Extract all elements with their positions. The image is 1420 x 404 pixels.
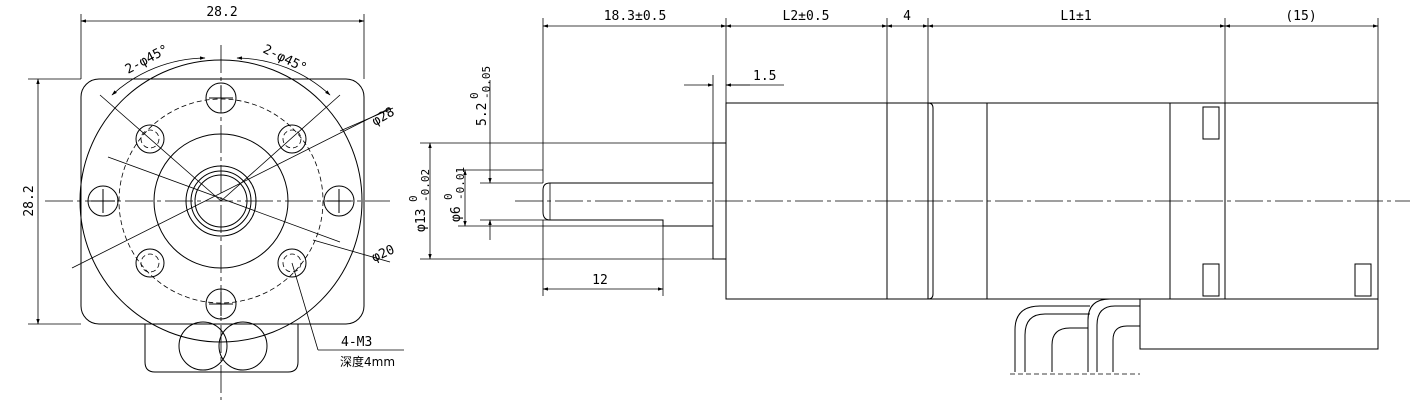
- cable-box: [1139, 298, 1379, 350]
- flat-tol: -0.05: [480, 66, 493, 99]
- clip-lower: [1202, 263, 1220, 297]
- l1-label: L1±1: [1060, 9, 1091, 24]
- boss-tol: -0.02: [419, 169, 432, 202]
- cross-screw-bottom: [205, 288, 237, 320]
- depth-label: 深度4mm: [340, 354, 395, 369]
- shaft-outline: [542, 182, 713, 227]
- mounting-hole-bottom-left: [135, 248, 165, 278]
- flat-label: 5.2: [475, 103, 490, 126]
- mounting-hole-bottom-right: [277, 248, 307, 278]
- angle-arc-right: [236, 56, 331, 96]
- mounting-hole-top-left: [135, 124, 165, 154]
- cross-screw-left: [87, 185, 119, 217]
- height-label: 28.2: [22, 185, 37, 216]
- cables: [1010, 298, 1140, 375]
- inner-circle-label: φ20: [370, 242, 398, 265]
- cross-screw-top: [205, 82, 237, 114]
- l2-label: L2±0.5: [783, 9, 830, 24]
- width-label: 28.2: [206, 5, 237, 20]
- shaft-length-label: 18.3±0.5: [604, 9, 667, 24]
- square-flange-outline: [80, 78, 365, 325]
- diagonal-line-3: [107, 156, 341, 243]
- side-view: 18.3±0.5 L2±0.5 4 L1±1 (15) 1.5 5.2 0 -0…: [407, 9, 1410, 375]
- boss-label: φ13: [414, 209, 429, 232]
- shaft-dia-tol-upper: 0: [442, 193, 455, 200]
- diagonal-line-4: [71, 107, 391, 269]
- thread-label: 4-M3: [341, 335, 372, 350]
- bolt-circle: [118, 98, 324, 304]
- flat-length-label: 12: [592, 273, 608, 288]
- shoulder-label: 1.5: [753, 69, 776, 84]
- angle-arc-left: [111, 56, 206, 96]
- clip-upper: [1202, 106, 1220, 140]
- cross-screw-right: [323, 185, 355, 217]
- diagonal-line-1: [99, 94, 222, 202]
- boss-tol-upper: 0: [407, 195, 420, 202]
- outer-circle-label: φ28: [370, 105, 398, 130]
- hole-angle-right-label: 2-φ45°: [260, 42, 309, 76]
- flat-tol-upper: 0: [468, 92, 481, 99]
- bottom-connector: [144, 321, 299, 373]
- gap-label: 4: [903, 9, 911, 24]
- diagonal-line-2: [220, 94, 341, 202]
- front-view: 28.2 28.2 2-φ45° 2-φ45° φ28 φ20 4-M3 深度4…: [22, 5, 404, 400]
- tail-label: (15): [1285, 9, 1316, 24]
- shaft-dia-tol: -0.01: [454, 167, 467, 200]
- encoder-clip: [1354, 263, 1372, 297]
- shaft-dia-label: φ6: [449, 206, 464, 222]
- mounting-hole-top-right: [277, 124, 307, 154]
